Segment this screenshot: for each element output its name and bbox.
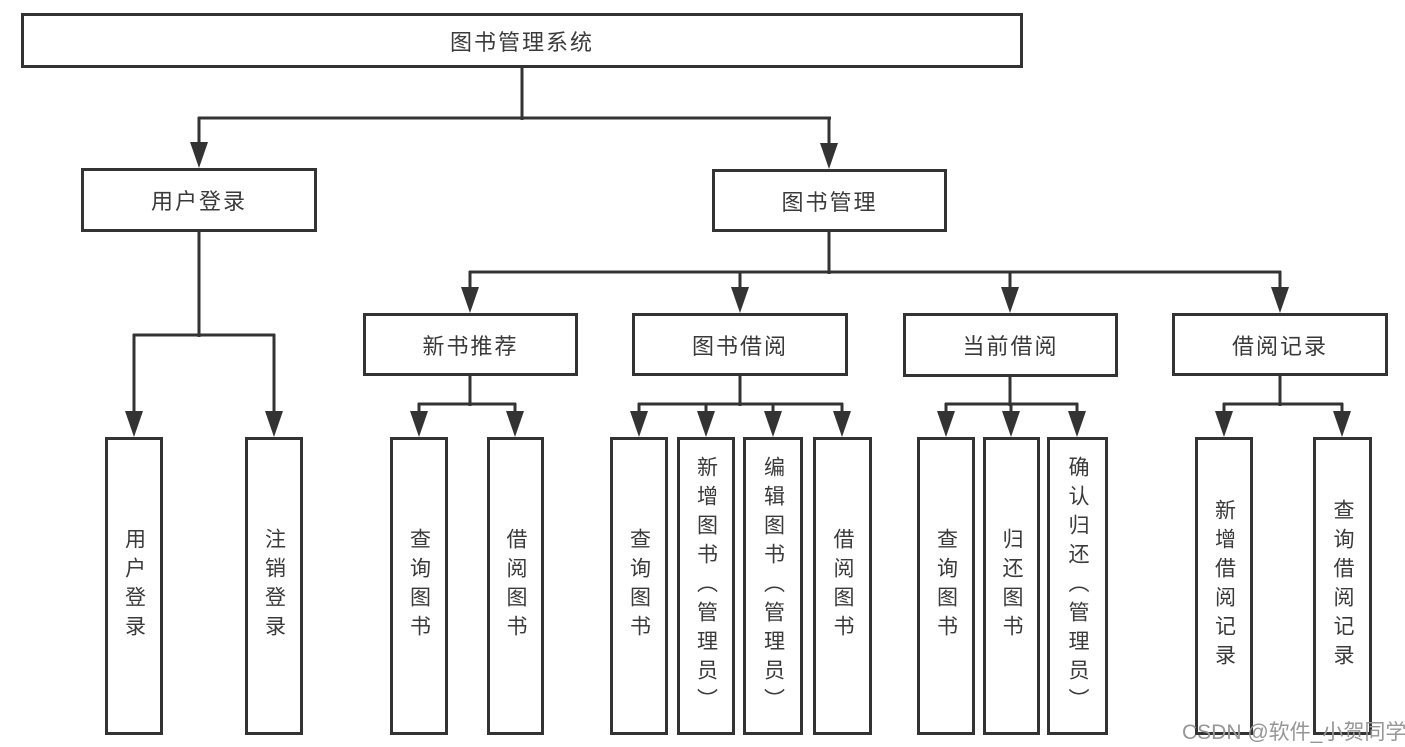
branch-current-borrow: [937, 377, 1086, 437]
node-book-management: 图书管理: [712, 169, 947, 232]
node-label: 当前借阅: [962, 334, 1059, 359]
node-label: 归还图书: [1000, 528, 1023, 644]
node-book-borrowing: 图书借阅: [632, 313, 848, 376]
node-user-login: 用户登录: [81, 168, 317, 232]
node-label: 新书推荐: [422, 333, 519, 359]
leaf-query-books-borrow: 查询图书: [610, 437, 668, 735]
node-label: 用户登录: [122, 528, 146, 644]
node-label: 借阅记录: [1231, 333, 1328, 359]
node-label: 查询借阅记录: [1331, 499, 1354, 673]
leaf-edit-books-admin: 编辑图书（管理员）: [743, 437, 803, 735]
node-label: 图书管理系统: [449, 29, 594, 55]
branch-user-login: [125, 232, 283, 437]
node-label: 查询图书: [627, 528, 651, 644]
node-borrowing-records: 借阅记录: [1172, 313, 1388, 376]
branch-new-book-rec: [410, 376, 524, 437]
leaf-return-books: 归还图书: [983, 437, 1040, 735]
leaf-query-books-current: 查询图书: [917, 437, 975, 735]
node-label: 确认归还（管理员）: [1066, 455, 1089, 717]
branch-book-borrow: [630, 376, 851, 437]
leaf-add-books-admin: 新增图书（管理员）: [677, 437, 735, 735]
node-label: 注销登录: [262, 528, 286, 644]
leaf-borrow-books-newrec: 借阅图书: [487, 437, 544, 735]
branch-book-mgmt-to-level3: [461, 232, 1289, 313]
node-label: 借阅图书: [504, 528, 527, 644]
leaf-borrow-books-borrow: 借阅图书: [813, 437, 872, 735]
leaf-add-borrow-record: 新增借阅记录: [1195, 437, 1253, 735]
leaf-user-login: 用户登录: [105, 437, 163, 735]
node-label: 查询图书: [407, 528, 431, 644]
branch-borrow-record: [1215, 376, 1351, 437]
branch-root-to-level2: [190, 68, 838, 169]
node-label: 新增借阅记录: [1212, 499, 1236, 673]
node-label: 新增图书（管理员）: [694, 455, 718, 717]
leaf-logout: 注销登录: [245, 437, 303, 735]
node-current-borrowing: 当前借阅: [903, 313, 1118, 377]
node-label: 借阅图书: [831, 528, 854, 644]
node-new-book-recommendation: 新书推荐: [363, 313, 578, 376]
leaf-confirm-return-admin: 确认归还（管理员）: [1047, 437, 1108, 735]
node-label: 用户登录: [150, 189, 247, 214]
node-library-management-system: 图书管理系统: [21, 13, 1023, 68]
node-label: 图书管理: [781, 189, 878, 215]
csdn-watermark: CSDN @软件_小贺同学: [1182, 721, 1405, 744]
leaf-query-books-newrec: 查询图书: [390, 437, 448, 735]
leaf-query-borrow-record: 查询借阅记录: [1313, 437, 1372, 735]
node-label: 查询图书: [934, 528, 958, 644]
node-label: 图书借阅: [691, 333, 788, 359]
node-label: 编辑图书（管理员）: [761, 455, 785, 717]
